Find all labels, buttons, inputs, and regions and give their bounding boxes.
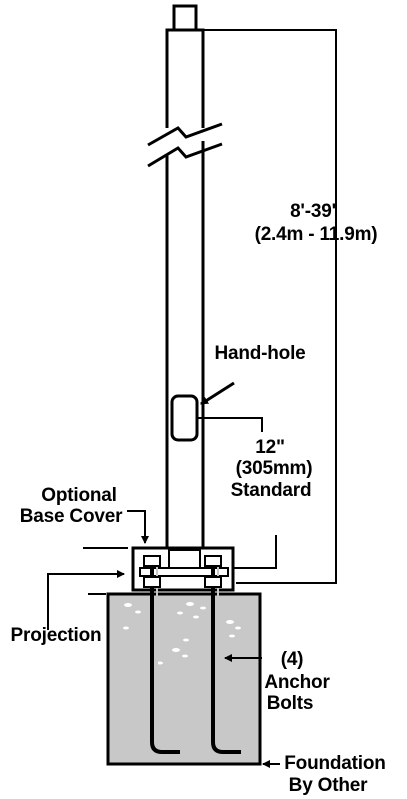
height-range-label-m: (2.4m - 11.9m): [255, 224, 378, 245]
pole-shaft-lower: [165, 141, 205, 568]
anchor-nuts: [143, 555, 222, 588]
foundation-label-line1: Foundation: [284, 753, 385, 774]
hand-hole-label: Hand-hole: [214, 343, 305, 364]
concrete-speckles: [123, 602, 241, 665]
hand-hole-height-mm: (305mm): [236, 458, 313, 479]
foundation-label-line2: By Other: [289, 775, 368, 796]
anchor-label-line2: Bolts: [267, 693, 314, 714]
height-dimension-line: [203, 29, 337, 584]
hand-hole-height-in: 12": [255, 437, 285, 458]
anchor-label-line1: Anchor: [264, 672, 330, 693]
pole-shaft-upper: [165, 28, 205, 137]
hand-hole-height-note: Standard: [231, 480, 312, 501]
pole-break-symbol: [147, 122, 223, 147]
base-cover-label-line2: Base Cover: [20, 506, 123, 527]
projection-label: Projection: [11, 625, 102, 646]
projection-arrow: [47, 570, 125, 630]
base-cover-arrow: [127, 510, 149, 544]
anchor-bolt-left: [150, 555, 180, 754]
hand-hole-dimension-bracket: [197, 417, 263, 432]
hand-hole-pointer-arrow: [200, 381, 235, 406]
height-range-label-ft: 8'-39': [290, 201, 336, 222]
foundation: [106, 592, 262, 766]
pole-cap: [172, 4, 198, 32]
anchor-count-label: (4): [281, 649, 304, 670]
hand-hole: [170, 394, 199, 442]
base-cover-label-line1: Optional: [41, 485, 116, 506]
anchor-bolt-right: [211, 555, 241, 754]
